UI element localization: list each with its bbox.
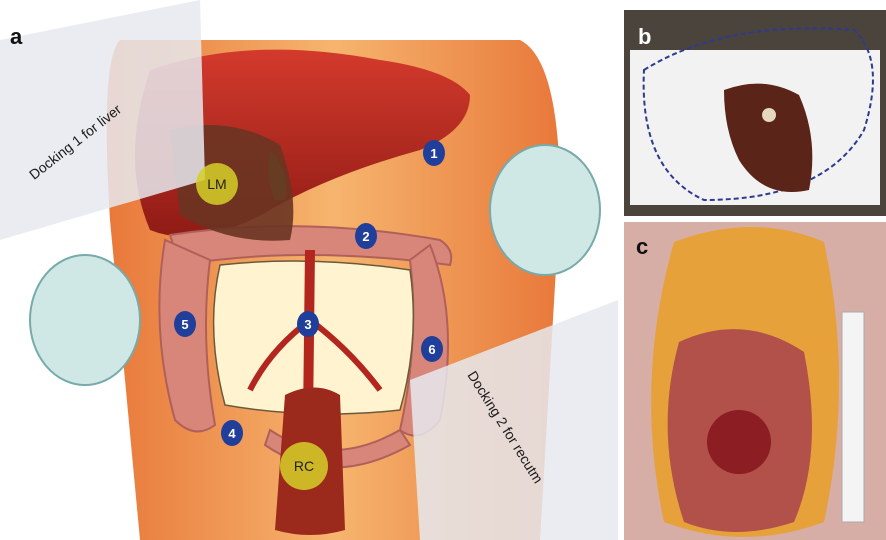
panel-label-a: a [10, 24, 22, 50]
port-marker-6: 6 [421, 336, 443, 362]
panel-label-c: c [636, 234, 648, 260]
surgeon-figure-left [30, 255, 140, 385]
port-marker-5: 5 [174, 311, 196, 337]
surgeon-figure-right [490, 145, 600, 275]
panel-b-photo: b [624, 10, 886, 216]
ruler [842, 312, 864, 522]
tumor-marker-rc: RC [280, 442, 328, 490]
tumor-marker-lm: LM [196, 163, 238, 205]
panel-c-photo: c [624, 222, 886, 540]
port-marker-1: 1 [423, 140, 445, 166]
panel-label-b: b [638, 24, 651, 50]
panel-a-illustration: a Docking 1 for liver Docking 2 for recu… [0, 0, 618, 540]
port-marker-4: 4 [221, 420, 243, 446]
port-marker-2: 2 [355, 223, 377, 249]
liver-specimen-photo [624, 10, 886, 216]
rectal-tumor [707, 410, 771, 474]
port-marker-3: 3 [297, 311, 319, 337]
lesion-spot [762, 108, 776, 122]
rectal-specimen-photo [624, 222, 886, 540]
